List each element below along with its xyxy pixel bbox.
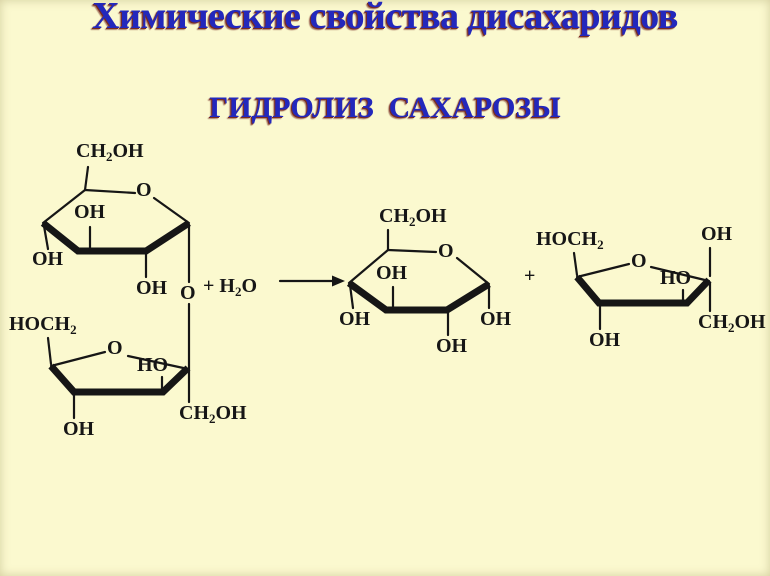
ring-bond <box>41 188 87 225</box>
bold-ring-edge <box>346 280 491 314</box>
ring-oxygen: O <box>438 240 454 262</box>
ring-oxygen: O <box>631 250 647 272</box>
water-reagent-label: + H2O <box>203 275 258 299</box>
bold-ring-edge <box>574 274 712 307</box>
ho-group: HO <box>660 267 692 289</box>
ring-oxygen: O <box>136 179 152 201</box>
sucrose-glucose-unit <box>40 165 191 279</box>
sucrose-fructose-unit <box>46 336 191 420</box>
ring-bond <box>83 188 137 195</box>
ch2oh-group: CH2OH <box>76 140 144 164</box>
substituent-bond <box>83 165 90 192</box>
ring-oxygen: O <box>107 337 123 359</box>
substituent-bond <box>46 336 53 366</box>
oh-group-bottom: OH <box>436 335 468 357</box>
oh-group-bottom: OH <box>136 277 168 299</box>
bold-ring-edge <box>48 363 191 396</box>
ring-bond <box>386 248 438 254</box>
oh-group-right: OH <box>480 308 512 330</box>
arrow-head <box>332 275 345 287</box>
ring-bond <box>455 256 491 286</box>
oh-group-top: OH <box>701 223 733 245</box>
ho-group: HO <box>137 354 169 376</box>
substituent-bond <box>348 283 355 310</box>
substituent-bond <box>572 251 579 277</box>
oh-group-left: OH <box>32 248 64 270</box>
oh-group-bottom: OH <box>589 329 621 351</box>
ch2oh-group: CH2OH <box>698 311 766 335</box>
glycosidic-oxygen: O <box>180 282 196 304</box>
ring-bond <box>347 248 390 285</box>
oh-group-inner: OH <box>74 201 106 223</box>
slide-title: Химические свойства дисахаридов <box>92 0 678 37</box>
bold-ring-edge <box>40 220 191 255</box>
substituent-bond <box>42 224 50 251</box>
ring-bond <box>649 265 711 283</box>
plus-sign: + <box>524 265 536 287</box>
ring-bond <box>49 350 107 368</box>
ring-bond <box>126 354 190 371</box>
ring-bond <box>575 262 631 279</box>
oh-group-bottom: OH <box>63 418 95 440</box>
hoch2-group: HOCH2 <box>9 313 77 337</box>
ch2oh-group: CH2OH <box>179 402 247 426</box>
fructose-product <box>572 246 712 331</box>
hoch2-group: HOCH2 <box>536 228 604 252</box>
glucose-product <box>346 228 491 337</box>
ch2oh-group: CH2OH <box>379 205 447 229</box>
oh-group-left: OH <box>339 308 371 330</box>
reaction-arrow <box>278 275 345 287</box>
oh-group-inner: OH <box>376 262 408 284</box>
slide-subtitle: ГИДРОЛИЗ САХАРОЗЫ <box>209 91 561 124</box>
ring-bond <box>152 196 191 225</box>
